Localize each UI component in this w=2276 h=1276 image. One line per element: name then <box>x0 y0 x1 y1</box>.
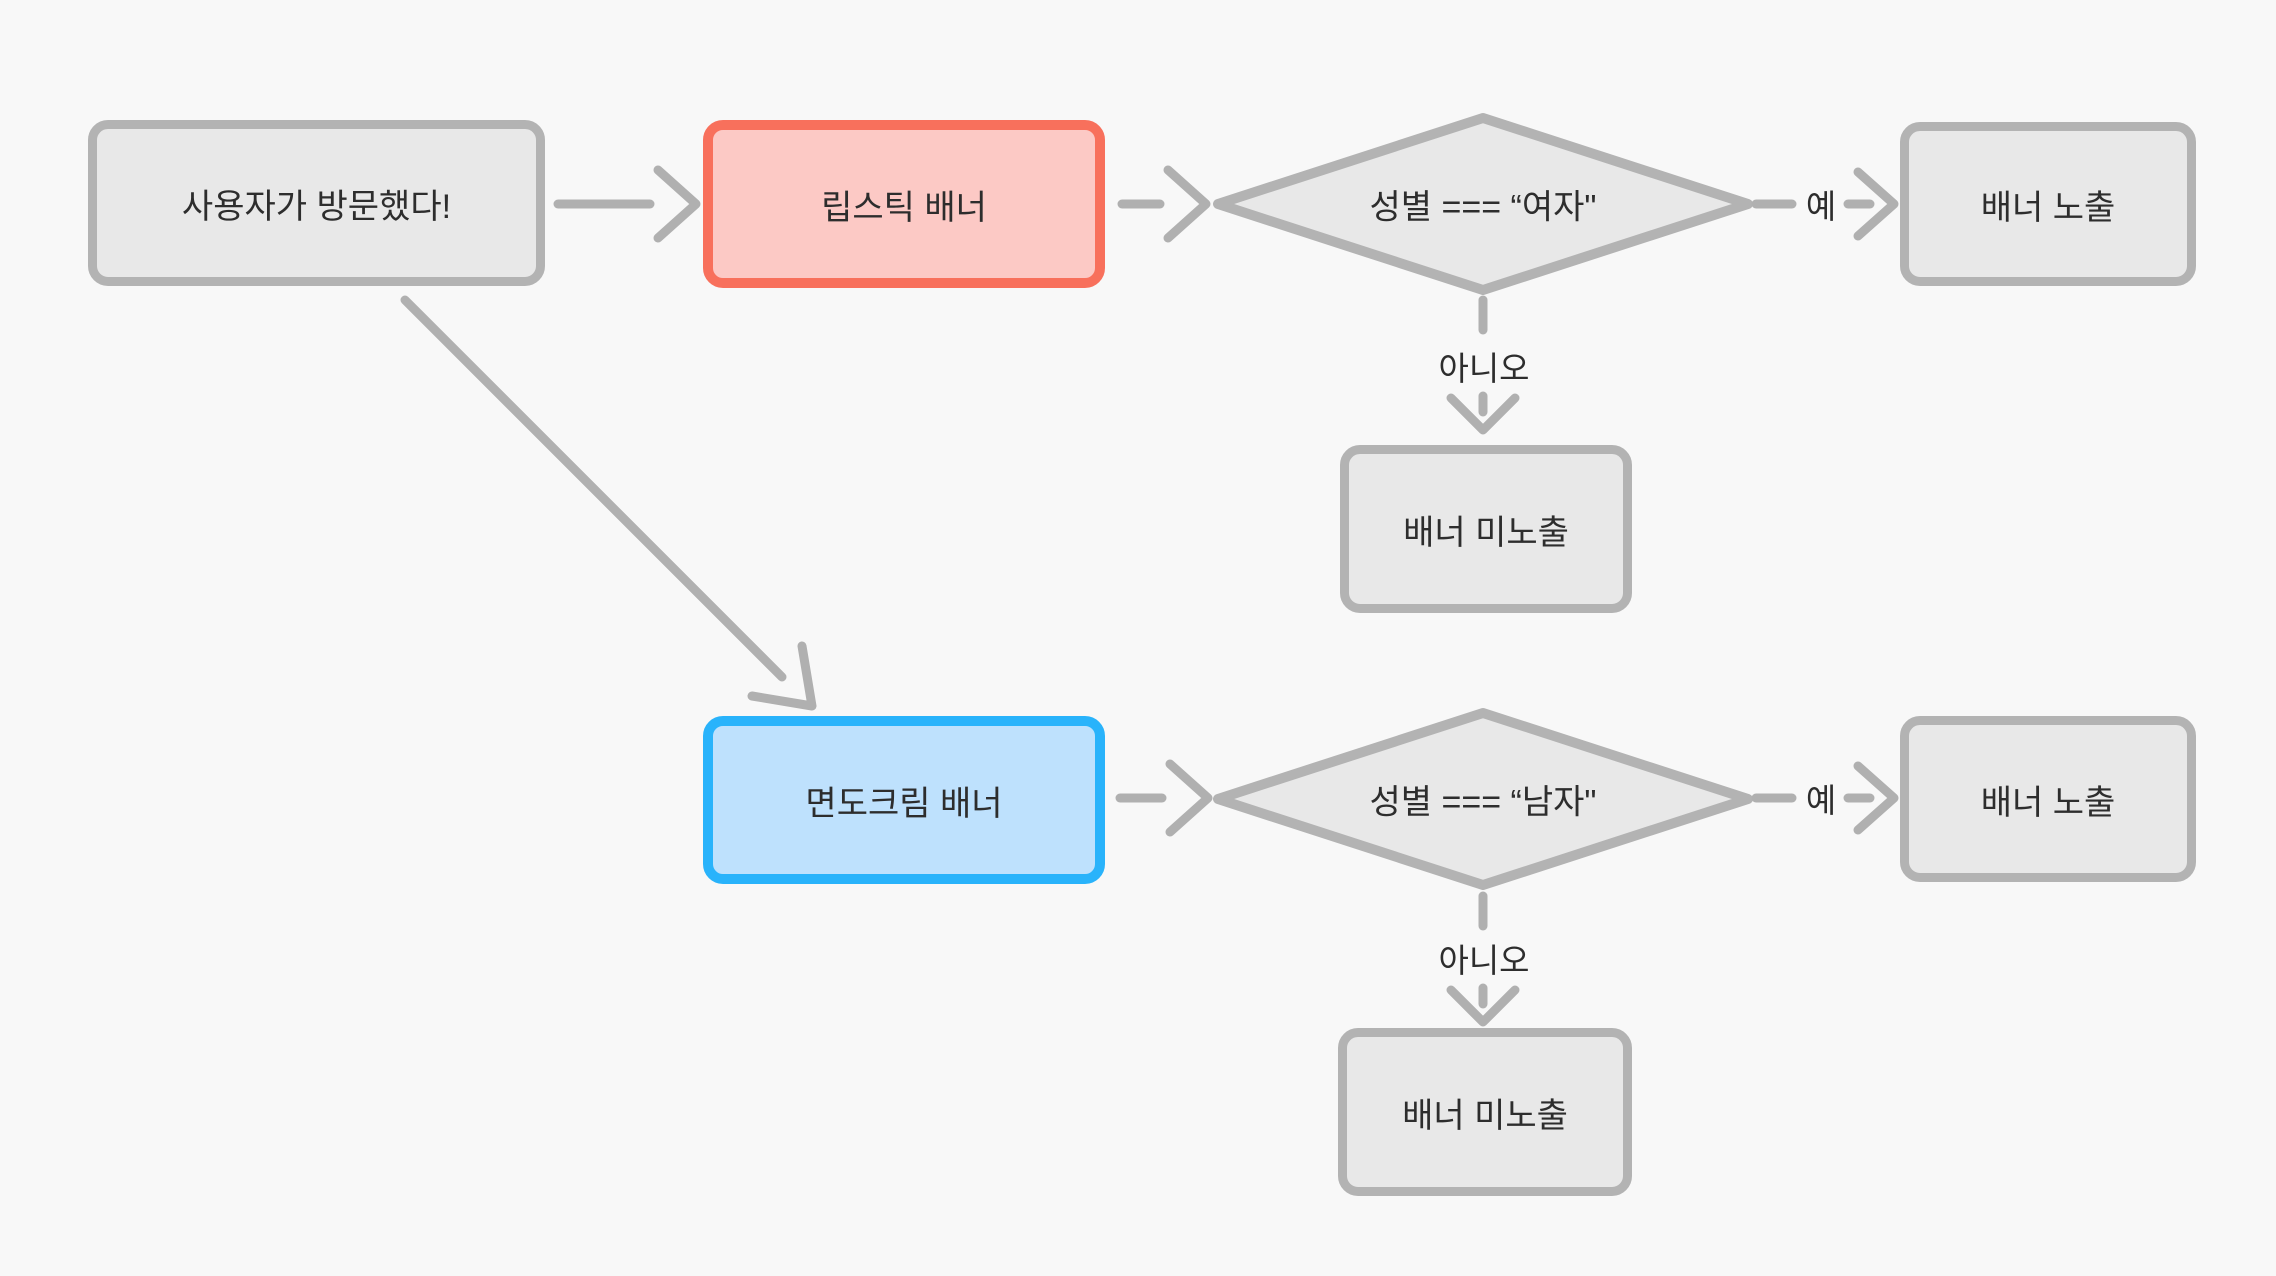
edge-label-yes-bottom: 예 <box>1805 782 1837 819</box>
decision-diamond-male <box>1213 708 1753 890</box>
edge-shaving-to-male-check <box>1115 759 1213 837</box>
node-label: 사용자가 방문했다! <box>181 187 452 226</box>
decision-label-male: 성별 === “남자" <box>1369 783 1597 822</box>
edge-male-check-no <box>1446 891 1520 1027</box>
arrowhead-icon <box>747 641 817 711</box>
edge-lipstick-to-female-check <box>1117 165 1211 243</box>
arrowhead-icon <box>1446 985 1520 1027</box>
edge-female-check-no <box>1446 295 1520 435</box>
node-banner-shown-bottom: 배너 노출 <box>1900 716 2196 882</box>
edge-female-check-yes <box>1751 167 1899 241</box>
node-label: 배너 노출 <box>1980 188 2116 227</box>
edge-label-no-top: 아니오 <box>1438 350 1530 387</box>
edge-label-no-bottom: 아니오 <box>1438 942 1530 979</box>
arrowhead-icon <box>1446 393 1520 435</box>
edge-start-to-shaving <box>400 295 817 711</box>
arrowhead-icon <box>653 165 701 243</box>
edge-male-check-yes <box>1751 761 1899 835</box>
arrowhead-icon <box>1853 167 1899 241</box>
node-banner-hidden-bottom: 배너 미노출 <box>1338 1028 1632 1196</box>
arrowhead-icon <box>1165 759 1213 837</box>
node-banner-hidden-top: 배너 미노출 <box>1340 445 1632 613</box>
node-shaving-cream-banner: 면도크림 배너 <box>703 716 1105 884</box>
node-label: 면도크림 배너 <box>805 784 1003 823</box>
node-label: 배너 노출 <box>1980 783 2116 822</box>
decision-diamond-female <box>1213 113 1753 295</box>
node-label: 배너 미노출 <box>1403 513 1569 552</box>
edge-shaft <box>400 295 787 682</box>
arrowhead-icon <box>1853 761 1899 835</box>
edge-start-to-lipstick <box>553 165 701 243</box>
node-banner-shown-top: 배너 노출 <box>1900 122 2196 286</box>
node-start: 사용자가 방문했다! <box>88 120 545 286</box>
edge-label-yes-top: 예 <box>1805 188 1837 225</box>
arrowhead-icon <box>1163 165 1211 243</box>
node-lipstick-banner: 립스틱 배너 <box>703 120 1105 288</box>
node-label: 립스틱 배너 <box>821 188 987 227</box>
node-label: 배너 미노출 <box>1402 1096 1568 1135</box>
decision-label-female: 성별 === “여자" <box>1369 188 1597 227</box>
